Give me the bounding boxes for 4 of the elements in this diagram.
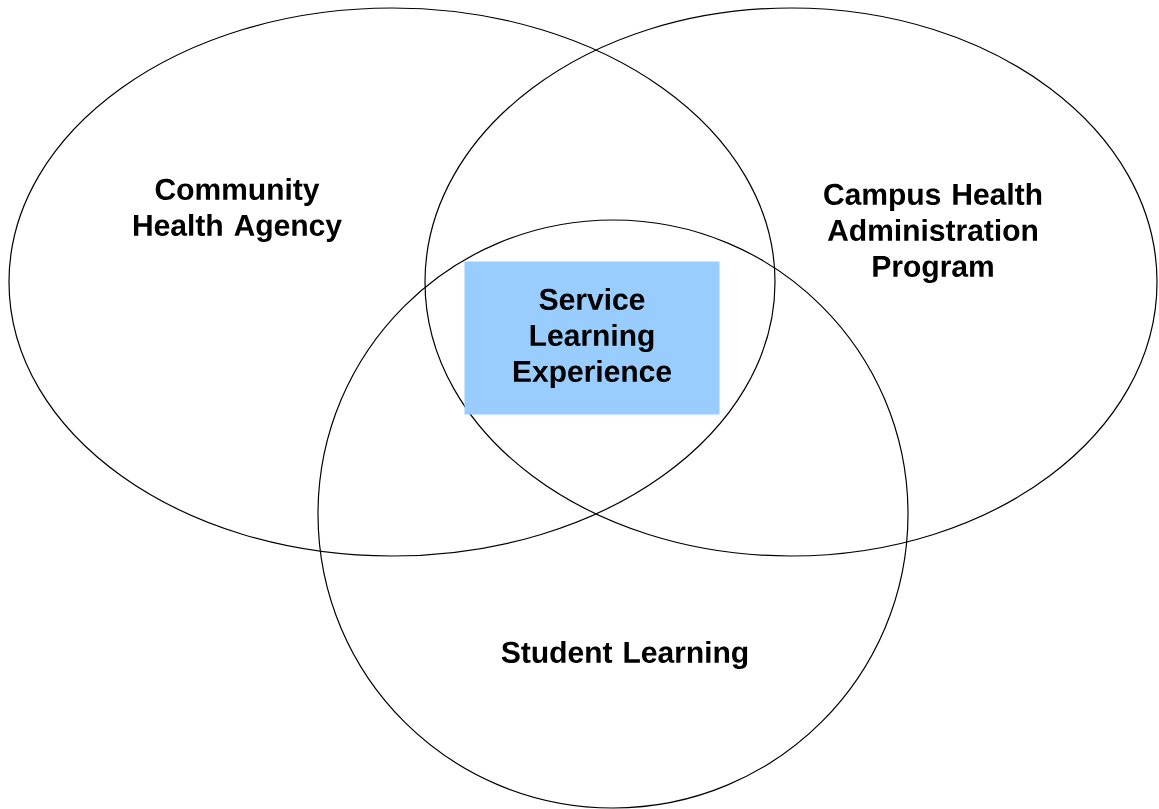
circle-label: Student Learning bbox=[501, 640, 748, 670]
center-box: Service Learning Experience bbox=[464, 261, 720, 415]
circle-label: Campus Health Administration Program bbox=[824, 182, 1042, 284]
circle-label: Community Health Agency bbox=[134, 177, 342, 243]
